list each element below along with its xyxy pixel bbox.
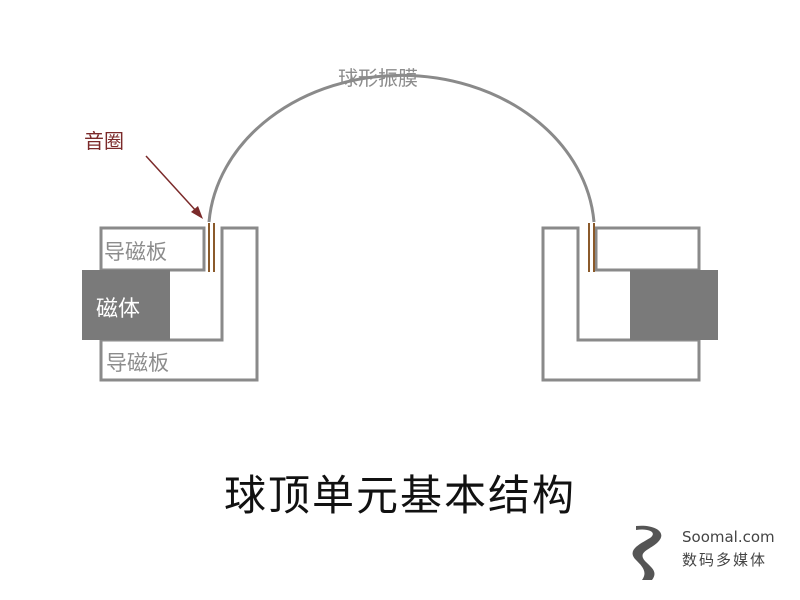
diagram-title: 球顶单元基本结构 — [223, 471, 576, 520]
left-voice-coil — [208, 223, 215, 272]
brand-watermark: Soomal.com 数码多媒体 — [628, 522, 788, 582]
right-pole-piece — [541, 226, 701, 382]
magnet-label: 磁体 — [96, 297, 141, 322]
voice-coil-pointer-arrowhead — [191, 206, 203, 219]
left-pole-piece — [99, 226, 259, 382]
voice-coil-pointer-line — [145, 155, 198, 213]
dome-diaphragm — [207, 73, 596, 223]
brand-name: Soomal.com — [682, 528, 775, 546]
voice-coil-label: 音圈 — [84, 129, 124, 153]
right-magnet — [630, 270, 718, 340]
dome-diaphragm-label: 球形振膜 — [338, 66, 418, 90]
bottom-plate-label: 导磁板 — [106, 351, 169, 375]
top-plate-label: 导磁板 — [104, 240, 167, 264]
left-magnet — [82, 270, 170, 340]
brand-logo-icon — [632, 525, 662, 580]
right-voice-coil — [588, 223, 595, 272]
brand-subtitle: 数码多媒体 — [682, 551, 768, 569]
right-top-plate — [594, 226, 701, 272]
